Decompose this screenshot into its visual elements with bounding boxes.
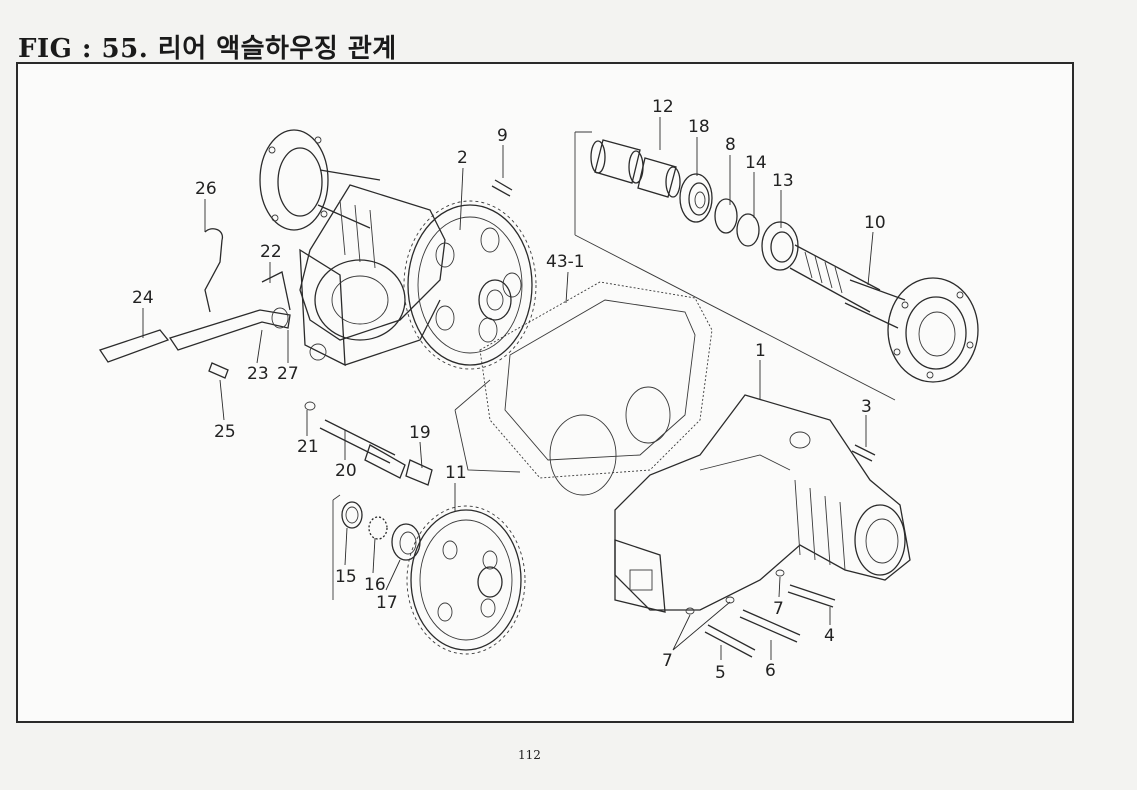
callout-5: 5 [715, 663, 726, 683]
brake-shaft [304, 401, 433, 486]
bearing-set [332, 494, 421, 600]
callout-1: 1 [755, 341, 766, 361]
housing-gasket [454, 281, 713, 496]
callout-18: 18 [688, 117, 710, 137]
callout-17: 17 [376, 593, 398, 613]
callout-21: 21 [297, 437, 319, 457]
callout-9: 9 [497, 126, 508, 146]
intermediate-gear [406, 505, 526, 655]
callout-3: 3 [861, 397, 872, 417]
rear-housing-left [259, 129, 446, 367]
callout-6: 6 [765, 661, 776, 681]
callout-20: 20 [335, 461, 357, 481]
callout-22: 22 [260, 242, 282, 262]
callout-10: 10 [864, 213, 886, 233]
callout-19: 19 [409, 423, 431, 443]
callout-26: 26 [195, 179, 217, 199]
callout-16: 16 [364, 575, 386, 595]
page-number: 112 [518, 748, 541, 762]
callout-8: 8 [725, 135, 736, 155]
axle-housing [614, 394, 911, 613]
callout-27: 27 [277, 364, 299, 384]
bull-gear [403, 200, 537, 370]
axle-shaft-assembly [574, 131, 979, 401]
callout-15: 15 [335, 567, 357, 587]
bolts [491, 179, 876, 658]
callout-11: 11 [445, 463, 467, 483]
callout-7-left: 7 [662, 651, 673, 671]
callout-2: 2 [457, 148, 468, 168]
callout-43-1: 43-1 [546, 252, 585, 272]
callout-23: 23 [247, 364, 269, 384]
callout-4: 4 [824, 626, 835, 646]
brake-linkage [98, 228, 291, 379]
figure-title: FIG : 55. 리어 액슬하우징 관계 [18, 34, 397, 64]
callout-13: 13 [772, 171, 794, 191]
callout-labels: 12 18 8 14 13 10 9 2 26 22 24 23 27 25 4… [132, 97, 886, 683]
leader-lines [142, 117, 874, 660]
diagram-frame [16, 62, 1074, 723]
callout-24: 24 [132, 288, 154, 308]
callout-14: 14 [745, 153, 767, 173]
callout-7-right: 7 [773, 599, 784, 619]
callout-25: 25 [214, 422, 236, 442]
callout-12: 12 [652, 97, 674, 117]
